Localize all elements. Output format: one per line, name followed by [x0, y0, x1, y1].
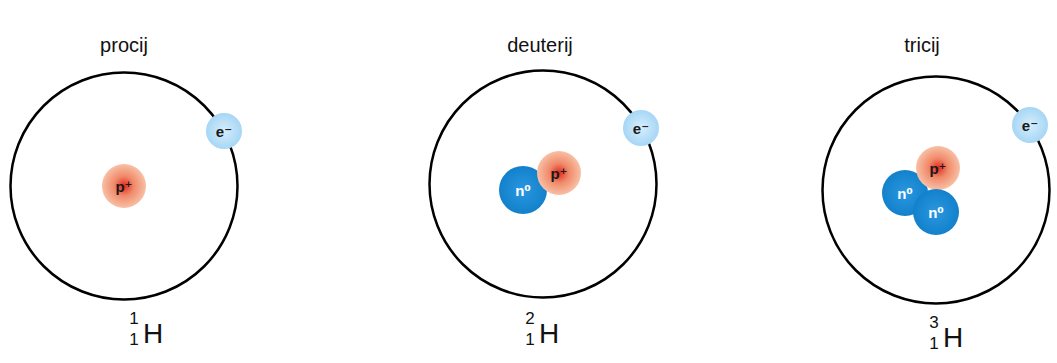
proton-particle: p⁺ — [537, 151, 581, 195]
element-symbol: H — [143, 320, 163, 348]
element-symbol: H — [539, 320, 559, 348]
particle-symbol: e⁻ — [216, 124, 232, 139]
isotope-name: procij — [100, 35, 148, 55]
atomic-number: 1 — [129, 331, 138, 348]
electron-particle: e⁻ — [206, 113, 242, 149]
isotope-name: tricij — [904, 35, 940, 55]
mass-number: 2 — [525, 310, 534, 327]
particle-symbol: n⁰ — [928, 205, 944, 220]
proton-particle: p⁺ — [916, 146, 960, 190]
particle-symbol: p⁺ — [929, 161, 946, 176]
neutron-particle: n⁰ — [913, 189, 959, 235]
particle-symbol: p⁺ — [550, 166, 567, 181]
electron-particle: e⁻ — [1012, 107, 1048, 143]
atomic-number: 1 — [525, 331, 534, 348]
atom-orbit: tricijn⁰p⁺n⁰e⁻ — [821, 75, 1051, 305]
particle-symbol: n⁰ — [897, 186, 913, 201]
particle-symbol: e⁻ — [1022, 118, 1038, 133]
mass-number: 1 — [129, 310, 138, 327]
atom-orbit: deuterijn⁰p⁺e⁻ — [428, 69, 658, 299]
isotope-name: deuterij — [507, 35, 573, 55]
atom-orbit: procijp⁺e⁻ — [9, 71, 239, 301]
particle-symbol: n⁰ — [515, 183, 531, 198]
mass-number: 3 — [929, 314, 938, 331]
electron-particle: e⁻ — [623, 110, 659, 146]
particle-symbol: e⁻ — [633, 121, 649, 136]
proton-particle: p⁺ — [102, 164, 146, 208]
atomic-number: 1 — [929, 335, 938, 352]
particle-symbol: p⁺ — [115, 179, 132, 194]
element-symbol: H — [943, 324, 963, 352]
